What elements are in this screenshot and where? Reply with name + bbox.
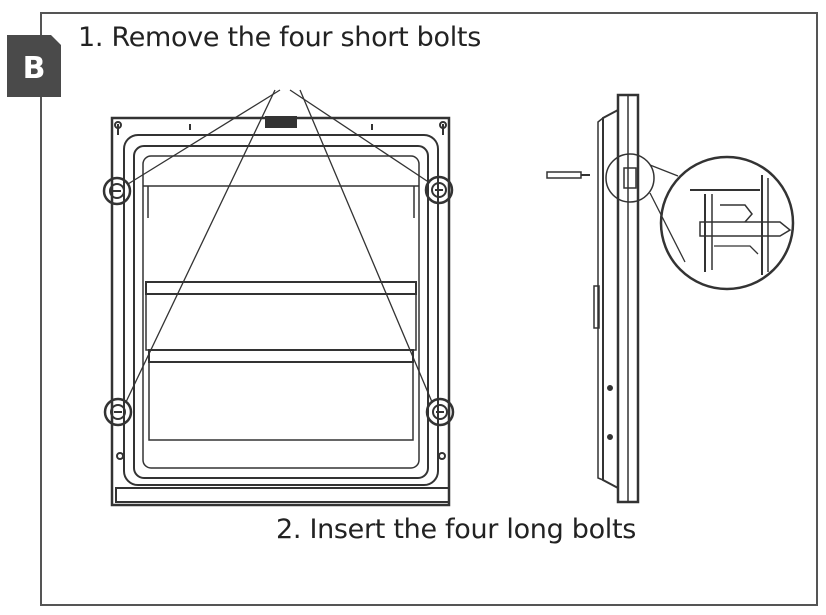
leader-lines bbox=[125, 89, 433, 403]
step-badge: B bbox=[7, 35, 61, 97]
detail-magnifier bbox=[605, 153, 795, 291]
step1-instruction: 1. Remove the four short bolts bbox=[78, 22, 481, 53]
bolt-bottom-right-icon bbox=[425, 397, 455, 427]
step2-instruction: 2. Insert the four long bolts bbox=[276, 514, 637, 545]
door-front-view bbox=[110, 116, 451, 507]
bolt-bottom-left-icon bbox=[103, 397, 133, 427]
bolt-top-left-icon bbox=[102, 176, 132, 206]
door-side-view bbox=[593, 93, 640, 504]
bolt-top-right-icon bbox=[424, 175, 454, 205]
insert-bolt-arrow-icon bbox=[546, 171, 590, 179]
